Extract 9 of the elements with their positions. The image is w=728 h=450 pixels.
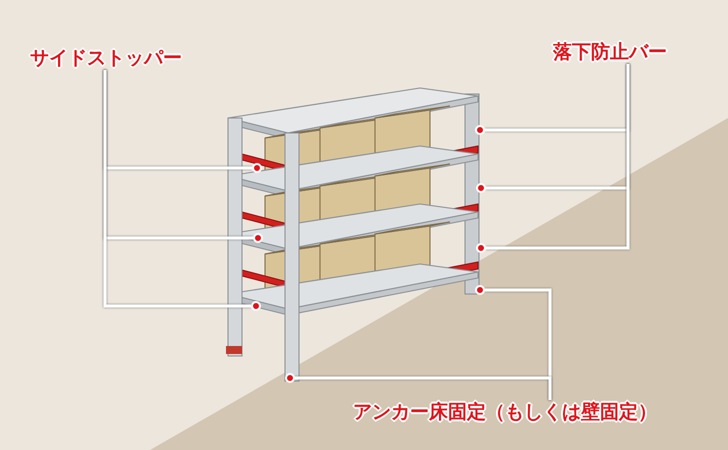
marker-dot: [476, 243, 486, 253]
callout-label: サイドストッパー: [30, 46, 182, 70]
callout-label: アンカー床固定（もしくは壁固定）: [353, 400, 657, 424]
marker-dot: [476, 183, 486, 193]
marker-dot: [252, 163, 262, 173]
leader-line: [295, 376, 552, 400]
marker-dot: [251, 301, 261, 311]
callout-label: 落下防止バー: [553, 40, 667, 64]
marker-dot: [475, 125, 485, 135]
